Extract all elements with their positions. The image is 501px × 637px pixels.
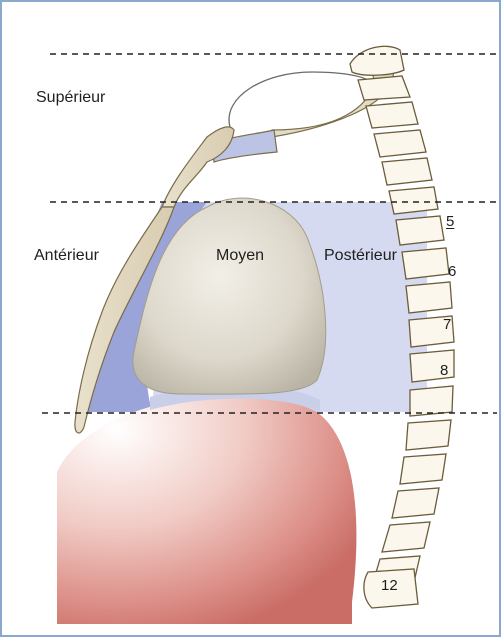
vertebra-label-7: 7 <box>443 317 451 332</box>
vertebra-label-12: 12 <box>381 578 398 593</box>
label-superior: Supérieur <box>36 90 105 106</box>
vertebra-label-6: 6 <box>448 264 456 279</box>
label-anterior: Antérieur <box>34 248 99 264</box>
label-posterior: Postérieur <box>324 248 397 264</box>
aortic-arch <box>229 72 374 127</box>
diaphragm <box>57 395 356 624</box>
vertebra-label-8: 8 <box>440 363 448 378</box>
manubrium <box>162 127 234 207</box>
label-middle: Moyen <box>216 248 264 264</box>
vertebra-label-5: 5 <box>446 214 454 229</box>
